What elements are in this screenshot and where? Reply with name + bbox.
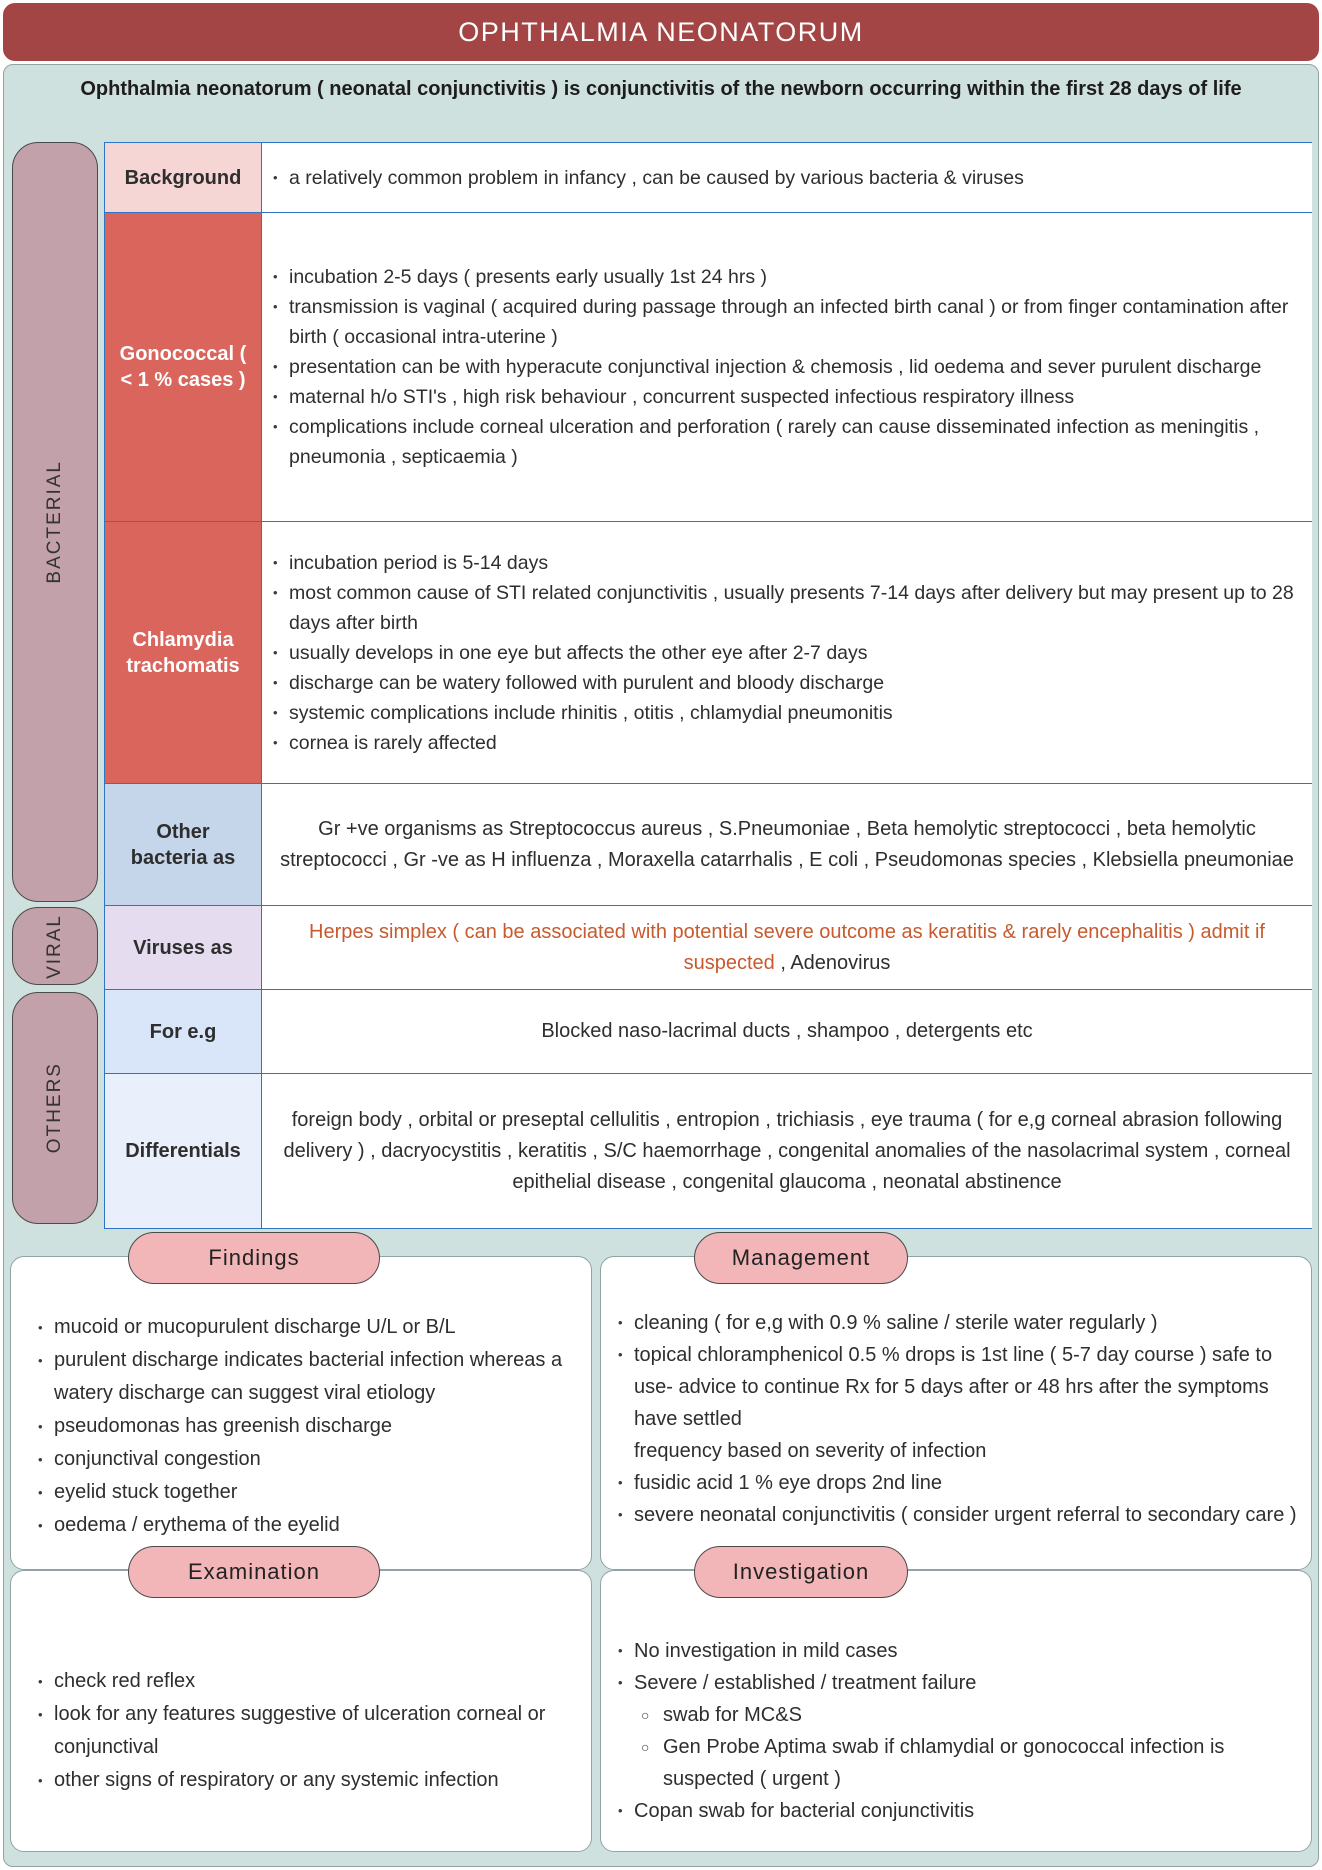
bullet-item: a relatively common problem in infancy ,… [272,163,1296,193]
title-bar: OPHTHALMIA NEONATORUM [3,3,1319,61]
herpes-warning-text: Herpes simplex ( can be associated with … [309,920,1265,974]
section-title: Findings [208,1245,300,1270]
category-pill-others: OTHERS [12,992,98,1224]
row-content-viruses: Herpes simplex ( can be associated with … [261,905,1312,989]
bullet-item: presentation can be with hyperacute conj… [272,352,1296,382]
list-item: purulent discharge indicates bacterial i… [37,1344,573,1410]
row-content-differentials: foreign body , orbital or preseptal cell… [261,1073,1312,1228]
category-label-bacterial: BACTERIAL [44,460,65,584]
list-item: Copan swab for bacterial conjunctivitis [617,1795,1297,1827]
bullet-item: complications include corneal ulceration… [272,412,1296,472]
category-label-viral: VIRAL [44,913,65,979]
bullet-item: maternal h/o STI's , high risk behaviour… [272,382,1296,412]
list-item: fusidic acid 1 % eye drops 2nd line [617,1467,1297,1499]
row-content-for-eg: Blocked naso-lacrimal ducts , shampoo , … [261,989,1312,1073]
list-item: Severe / established / treatment failure [617,1667,1297,1699]
findings-header-oval: Findings [128,1232,380,1284]
bullet-item: incubation 2-5 days ( presents early usu… [272,262,1296,292]
bullet-item: discharge can be watery followed with pu… [272,668,1296,698]
list-item: severe neonatal conjunctivitis ( conside… [617,1499,1297,1531]
subtitle: Ophthalmia neonatorum ( neonatal conjunc… [80,78,1242,100]
row-label-differentials: Differentials [104,1073,261,1228]
list-item: eyelid stuck together [37,1476,573,1509]
category-pill-bacterial: BACTERIAL [12,142,98,902]
management-panel: cleaning ( for e,g with 0.9 % saline / s… [600,1256,1312,1570]
list-item: cleaning ( for e,g with 0.9 % saline / s… [617,1307,1297,1339]
list-item: check red reflex [37,1665,573,1698]
row-content-chlamydia: incubation period is 5-14 days most comm… [261,521,1312,783]
adenovirus-text: , Adenovirus [774,951,891,974]
row-content-gonococcal: incubation 2-5 days ( presents early usu… [261,212,1312,521]
info-table: Background a relatively common problem i… [104,142,1312,1229]
investigation-panel: No investigation in mild cases Severe / … [600,1570,1312,1852]
findings-panel: mucoid or mucopurulent discharge U/L or … [10,1256,592,1570]
bullet-item: usually develops in one eye but affects … [272,638,1296,668]
list-item: look for any features suggestive of ulce… [37,1698,573,1764]
examination-list: check red reflex look for any features s… [11,1571,591,1851]
row-label-gonococcal: Gonococcal ( < 1 % cases ) [104,212,261,521]
page-title: OPHTHALMIA NEONATORUM [458,16,864,47]
management-list: cleaning ( for e,g with 0.9 % saline / s… [601,1257,1311,1531]
findings-list: mucoid or mucopurulent discharge U/L or … [11,1257,591,1542]
list-item: conjunctival congestion [37,1443,573,1476]
bullet-item: cornea is rarely affected [272,728,1296,758]
investigation-header-oval: Investigation [694,1546,908,1598]
row-label-for-eg: For e.g [104,989,261,1073]
examination-panel: check red reflex look for any features s… [10,1570,592,1852]
row-label-background: Background [104,142,261,212]
row-label-viruses: Viruses as [104,905,261,989]
viruses-text: Herpes simplex ( can be associated with … [280,917,1294,979]
list-item: pseudomonas has greenish discharge [37,1410,573,1443]
section-title: Management [731,1245,871,1270]
examination-header-oval: Examination [128,1546,380,1598]
bullet-item: incubation period is 5-14 days [272,548,1296,578]
sub-list-item: swab for MC&S [617,1699,1297,1731]
row-content-other-bacteria: Gr +ve organisms as Streptococcus aureus… [261,783,1312,905]
row-content-background: a relatively common problem in infancy ,… [261,142,1312,212]
section-title: Examination [187,1559,321,1584]
list-item-continuation: frequency based on severity of infection [634,1440,987,1462]
section-title: Investigation [732,1559,870,1584]
bullet-item: systemic complications include rhinitis … [272,698,1296,728]
row-label-chlamydia: Chlamydia trachomatis [104,521,261,783]
bullet-item: most common cause of STI related conjunc… [272,578,1296,638]
category-pill-viral: VIRAL [12,907,98,985]
investigation-list: No investigation in mild cases Severe / … [601,1571,1311,1851]
list-item: topical chloramphenicol 0.5 % drops is 1… [617,1339,1297,1435]
list-item: oedema / erythema of the eyelid [37,1509,573,1542]
bullet-item: transmission is vaginal ( acquired durin… [272,292,1296,352]
category-label-others: OTHERS [44,1062,65,1154]
list-item: other signs of respiratory or any system… [37,1764,573,1797]
row-label-other-bacteria: Other bacteria as [104,783,261,905]
list-item: No investigation in mild cases [617,1635,1297,1667]
list-item: mucoid or mucopurulent discharge U/L or … [37,1311,573,1344]
management-header-oval: Management [694,1232,908,1284]
sub-list-item: Gen Probe Aptima swab if chlamydial or g… [617,1731,1297,1795]
